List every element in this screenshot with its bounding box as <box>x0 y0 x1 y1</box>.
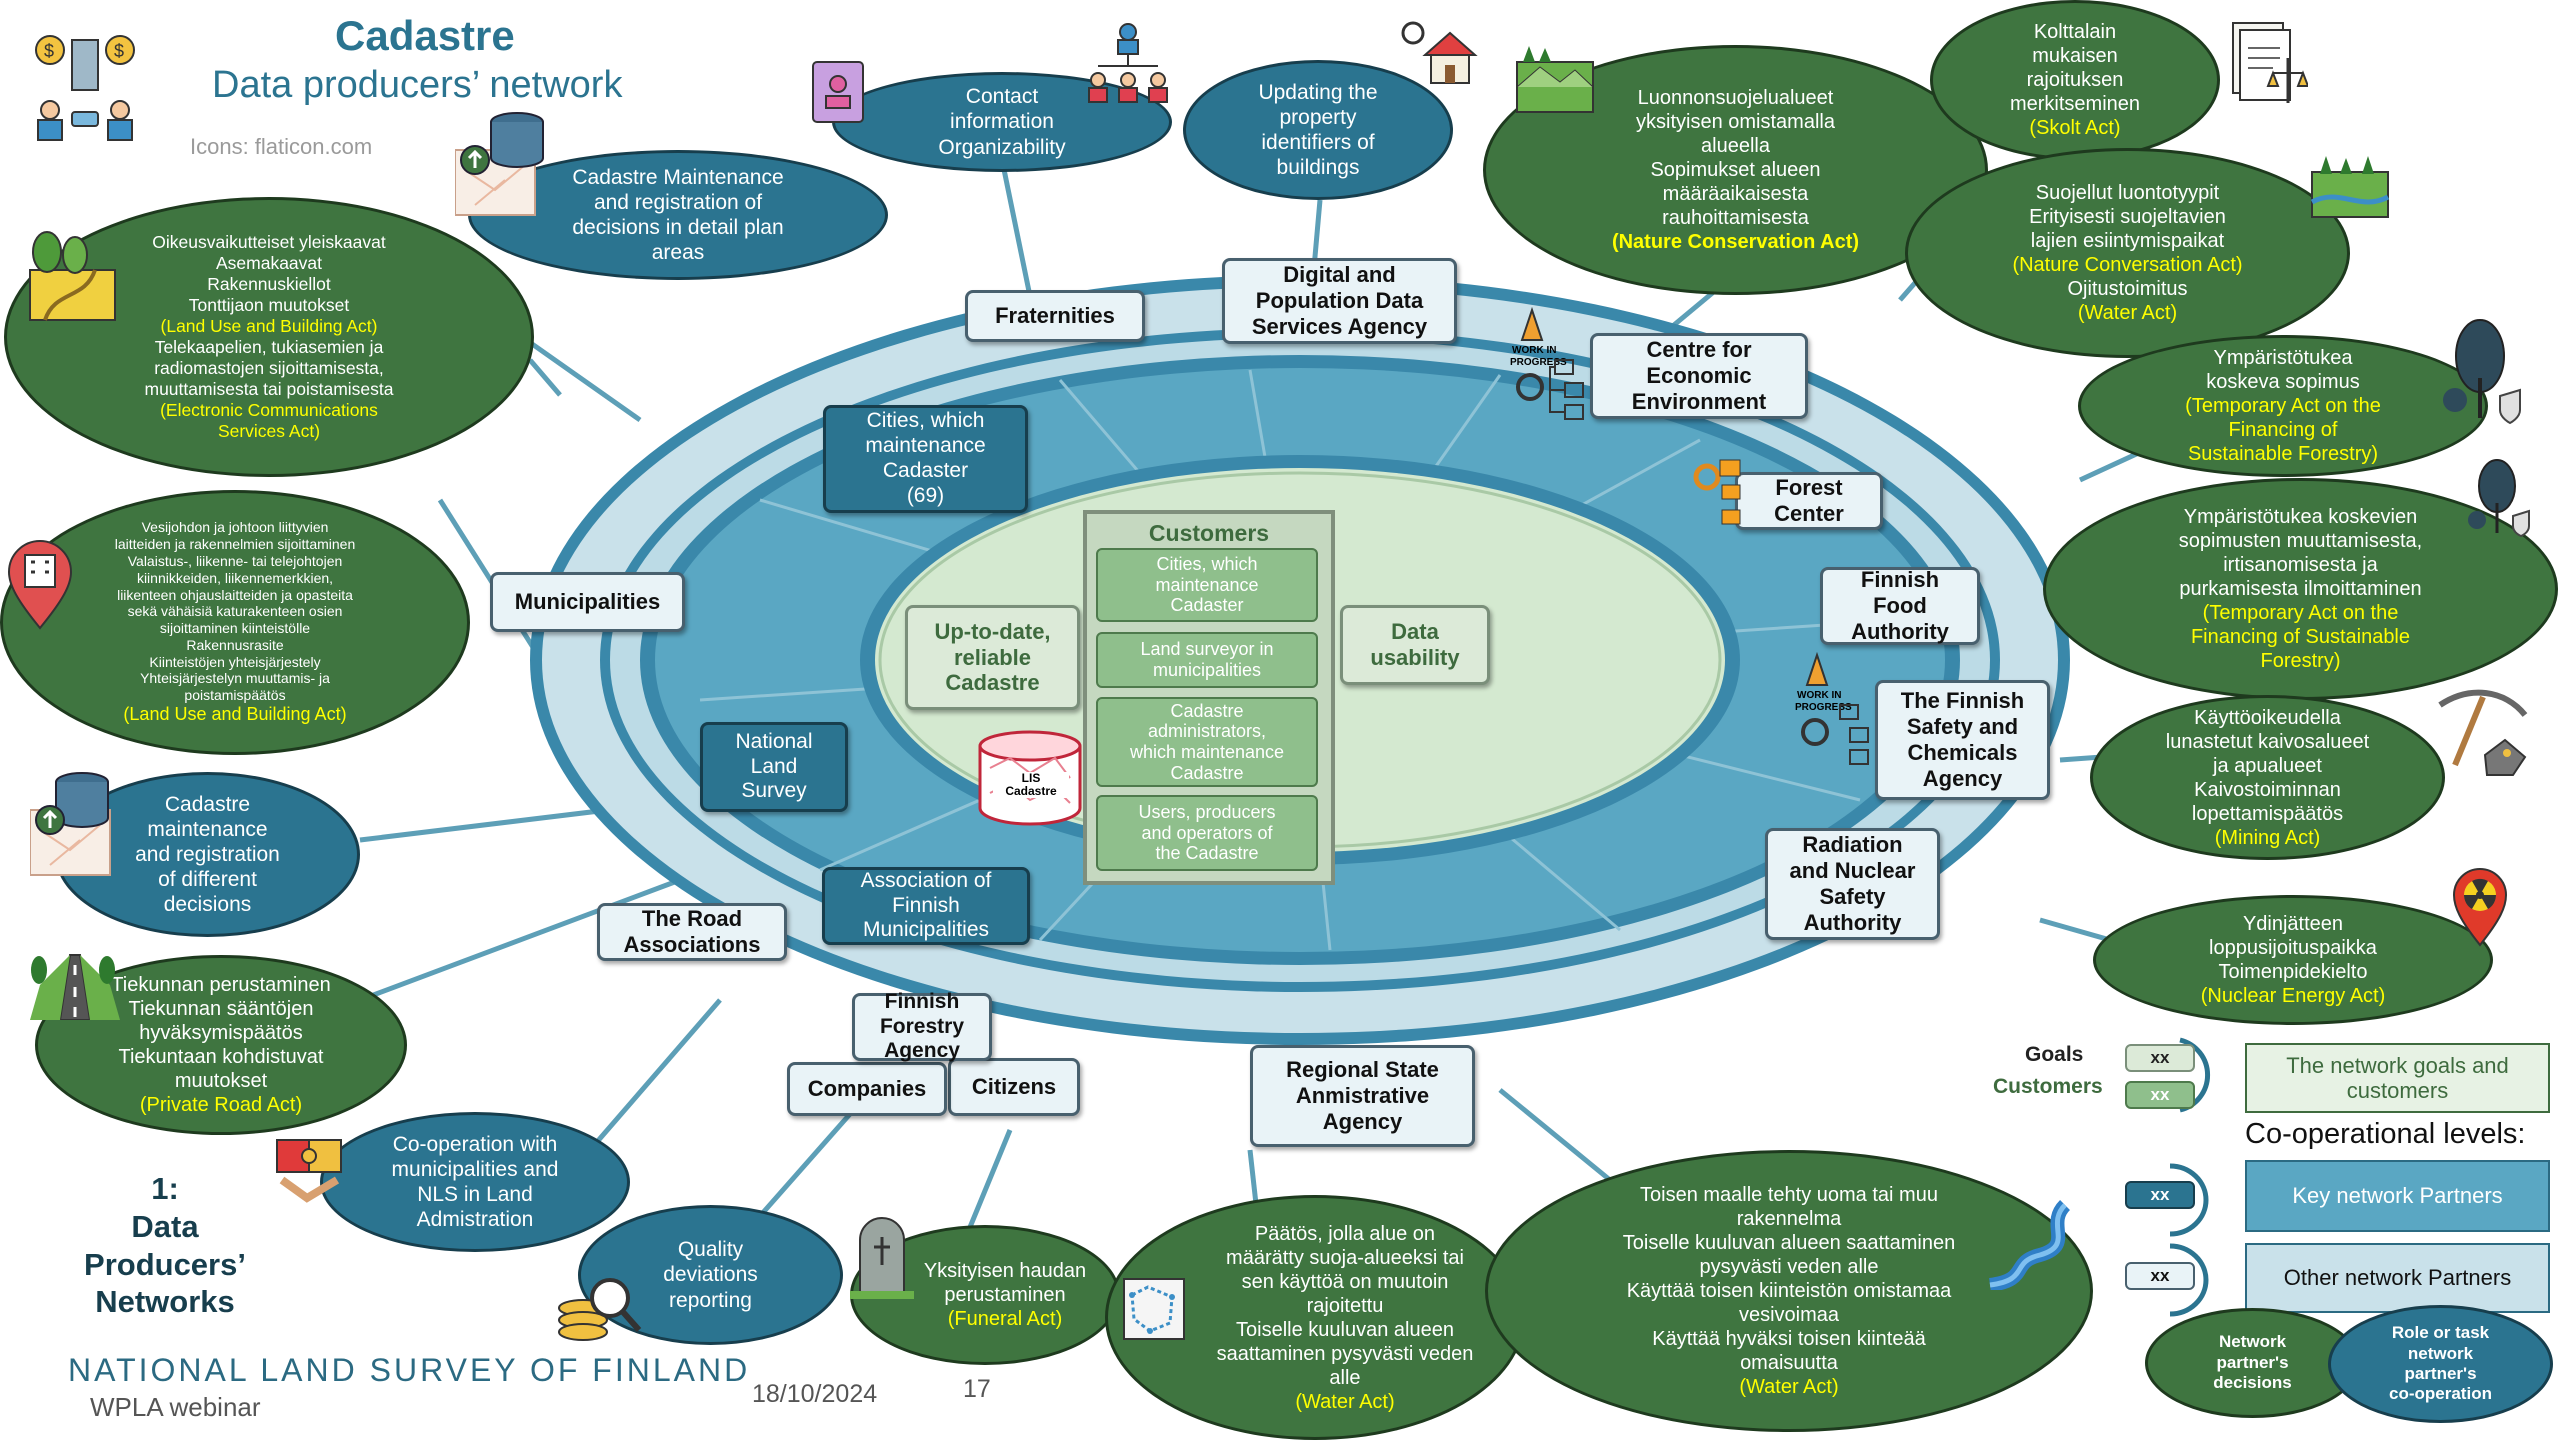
mining-pickaxe-icon <box>2438 689 2528 776</box>
legend-other-pill: xx <box>2125 1262 2195 1290</box>
customer-land-surveyor: Land surveyor in municipalities <box>1096 632 1318 688</box>
legend-customers-label: Customers <box>1993 1075 2103 1098</box>
coop-maintenance-detail: Cadastre Maintenance and registration of… <box>468 150 888 280</box>
legend-goals-desc: The network goals and customers <box>2245 1043 2550 1113</box>
legend-key-desc: Key network Partners <box>2245 1160 2550 1232</box>
customer-cadastre-admins: Cadastre administrators, which maintenan… <box>1096 697 1318 787</box>
partner-nls: National Land Survey <box>700 722 848 812</box>
legend-customers-pill: xx <box>2125 1081 2195 1109</box>
road-icon <box>30 954 120 1020</box>
coop-quality: Quality deviations reporting <box>578 1205 843 1345</box>
database-map-icon-2 <box>30 772 111 876</box>
gravestone-icon <box>850 1217 914 1299</box>
decision-nuclear: Ydinjätteen loppusijoituspaikka Toimenpi… <box>2093 895 2493 1025</box>
legend-role: Role or task network partner's co-operat… <box>2328 1305 2553 1423</box>
footer-page-number: 17 <box>963 1375 991 1403</box>
partner-stuk: Radiation and Nuclear Safety Authority <box>1765 828 1940 940</box>
partner-forest-center: Forest Center <box>1735 472 1883 530</box>
nature-icon <box>2310 156 2390 218</box>
decision-land-use: Oikeusvaikutteiset yleiskaavat Asemakaav… <box>4 197 534 477</box>
coop-contact: Contact information Organizability <box>832 72 1172 172</box>
work-in-progress-icon-2: WORK IN PROGRESS <box>1795 651 1869 765</box>
decision-skolt: Kolttalain mukaisen rajoituksen merkitse… <box>1930 0 2220 160</box>
tree-person-icon-2 <box>2468 459 2530 538</box>
icons-credit: Icons: flaticon.com <box>190 134 373 159</box>
section-title: 1: Data Producers’ Networks <box>84 1171 246 1320</box>
database-map-icon <box>455 112 544 216</box>
goal-data-usability: Data usability <box>1340 605 1490 685</box>
footer-date: 18/10/2024 <box>752 1380 878 1408</box>
partner-association: Association of Finnish Municipalities <box>822 867 1030 945</box>
svg-text:$: $ <box>114 41 124 61</box>
legend-goals-pill: xx <box>2125 1044 2195 1072</box>
footer-org: NATIONAL LAND SURVEY OF FINLAND <box>68 1352 751 1388</box>
map-grid-icon <box>1123 1278 1185 1340</box>
partner-road-associations: The Road Associations <box>597 903 787 961</box>
coop-nls: Co-operation with municipalities and NLS… <box>320 1112 630 1252</box>
decision-water-pipe: Vesijohdon ja johtoon liittyvien laittei… <box>0 490 470 755</box>
house-update-icon <box>1401 21 1478 84</box>
contact-book-icon <box>812 61 864 123</box>
partner-tukes: The Finnish Safety and Chemicals Agency <box>1875 680 2050 800</box>
svg-text:WORK IN: WORK IN <box>1512 345 1556 356</box>
partner-forestry-agency: Finnish Forestry Agency <box>852 990 992 1062</box>
org-chart-icon <box>1088 23 1168 103</box>
partner-companies: Companies <box>787 1062 947 1116</box>
customer-users: Users, producers and operators of the Ca… <box>1096 795 1318 871</box>
footer-event: WPLA webinar <box>90 1392 261 1422</box>
nuclear-pin-icon <box>2452 868 2508 947</box>
svg-text:$: $ <box>44 41 54 61</box>
decision-water-big: Toisen maalle tehty uoma tai muu rakenne… <box>1485 1150 2093 1432</box>
work-in-progress-icon: WORK IN PROGRESS <box>1510 306 1584 420</box>
partner-citizens: Citizens <box>948 1058 1080 1116</box>
partner-avi: Regional State Anmistrative Agency <box>1250 1045 1475 1147</box>
legend-other-desc: Other network Partners <box>2245 1243 2550 1313</box>
coop-property-ids: Updating the property identifiers of bui… <box>1183 60 1453 200</box>
decision-forestry-2: Ympäristötukea koskevien sopimusten muut… <box>2043 478 2558 700</box>
page-title: Cadastre <box>335 12 515 59</box>
customer-cities: Cities, which maintenance Cadaster <box>1096 548 1318 622</box>
svg-text:PROGRESS: PROGRESS <box>1510 357 1567 368</box>
page-subtitle: Data producers’ network <box>212 64 623 106</box>
document-scale-icon <box>2232 22 2308 103</box>
decision-habitats: Suojellut luontotyypit Erityisesti suoje… <box>1905 148 2350 358</box>
tree-person-icon <box>2443 319 2521 425</box>
gear-folders-icon <box>1693 459 1741 525</box>
legend-key-swatch <box>2169 1163 2209 1237</box>
goal-up-to-date: Up-to-date, reliable Cadastre <box>905 605 1080 710</box>
landscape-icon <box>1516 46 1594 113</box>
legend-goals-label: Goals <box>2025 1043 2084 1066</box>
partner-fraternities: Fraternities <box>965 290 1145 342</box>
partner-municipalities: Municipalities <box>490 572 685 632</box>
river-icon <box>1988 1200 2071 1290</box>
legend-decisions: Network partner's decisions <box>2145 1308 2360 1418</box>
svg-text:WORK IN: WORK IN <box>1797 690 1841 701</box>
svg-text:PROGRESS: PROGRESS <box>1795 702 1852 713</box>
legend-levels-title: Co-operational levels: <box>2245 1118 2526 1150</box>
building-pin-icon <box>7 540 73 630</box>
partner-food-authority: Finnish Food Authority <box>1820 567 1980 645</box>
puzzle-handshake-icon <box>276 1139 342 1203</box>
partner-ely: Centre for Economic Environment <box>1590 333 1808 419</box>
legend-other-swatch <box>2169 1243 2209 1317</box>
decision-nature: Luonnonsuojelualueet yksityisen omistama… <box>1483 45 1988 295</box>
coin-search-icon <box>558 1278 642 1341</box>
decision-forestry-1: Ympäristötukea koskeva sopimus (Temporar… <box>2078 335 2488 477</box>
forest-map-icon <box>29 231 116 321</box>
partner-dvv: Digital and Population Data Services Age… <box>1222 258 1457 344</box>
legend-key-pill: xx <box>2125 1181 2195 1209</box>
decision-funeral: Yksityisen haudan perustaminen (Funeral … <box>850 1225 1120 1365</box>
customers-title: Customers <box>1148 520 1270 546</box>
money-buildings-icon: $ $ <box>35 35 135 141</box>
partner-cities: Cities, which maintenance Cadaster (69) <box>823 405 1028 513</box>
decision-mining: Käyttöoikeudella lunastetut kaivosalueet… <box>2090 695 2445 860</box>
database-label: LIS Cadastre <box>993 771 1069 799</box>
